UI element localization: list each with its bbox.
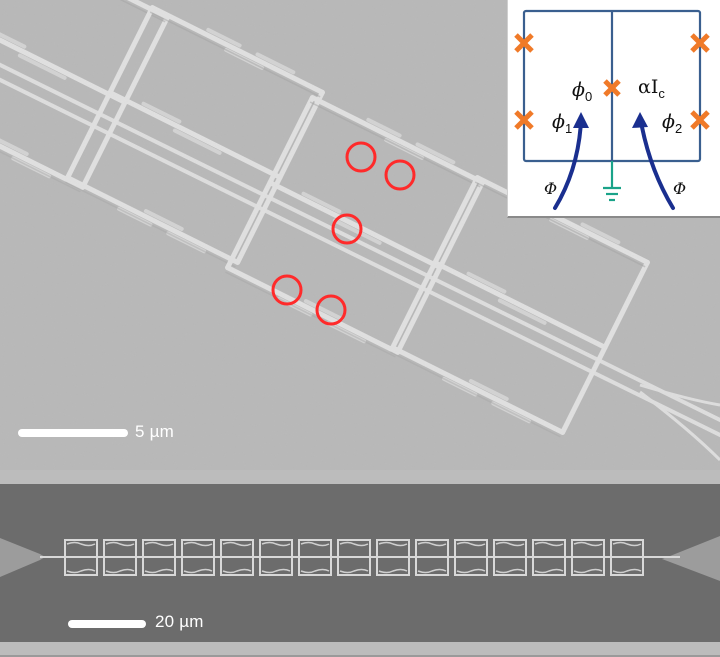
junction-x-icon <box>514 110 534 130</box>
label-alpha-ic: αIc <box>638 76 665 101</box>
schematic-labels: ϕ0 ϕ1 ϕ2 αIc Φ Φ <box>544 76 686 198</box>
flux-arrow-left-icon <box>553 120 583 210</box>
junction-highlight-circle <box>384 159 416 191</box>
label-flux-left: Φ <box>544 179 557 198</box>
scale-label-5um: 5 µm <box>135 422 174 441</box>
josephson-junctions <box>514 33 710 130</box>
junction-x-icon <box>514 33 534 53</box>
label-phi0: ϕ0 <box>572 79 592 104</box>
junction-x-icon <box>690 110 710 130</box>
sem-chain-overview <box>0 470 720 657</box>
junction-x-icon <box>690 33 710 53</box>
junction-highlight-circle <box>315 294 347 326</box>
junction-x-icon <box>603 79 621 97</box>
label-phi2: ϕ2 <box>662 111 682 136</box>
circuit-schematic-inset: ϕ0 ϕ1 ϕ2 αIc Φ Φ <box>507 0 720 218</box>
ground-icon <box>603 161 621 202</box>
scale-bar-5um <box>18 429 128 437</box>
scale-label-20um: 20 µm <box>155 612 204 631</box>
label-phi1: ϕ1 <box>552 111 572 136</box>
arrowhead-right-icon <box>632 112 648 128</box>
junction-highlight-circle <box>331 213 363 245</box>
junction-highlight-circle <box>345 141 377 173</box>
arrowhead-left-icon <box>573 112 589 128</box>
label-flux-right: Φ <box>673 179 686 198</box>
circuit-diagram: ϕ0 ϕ1 ϕ2 αIc Φ Φ <box>514 9 710 210</box>
junction-highlights <box>271 141 416 326</box>
chain-cells <box>64 539 644 576</box>
junction-highlight-circle <box>271 274 303 306</box>
flux-arrows <box>553 120 675 210</box>
flux-arrow-right-icon <box>639 120 675 210</box>
scale-bar-20um <box>68 620 146 628</box>
sem-bottom-panel: 20 µm <box>0 470 720 657</box>
